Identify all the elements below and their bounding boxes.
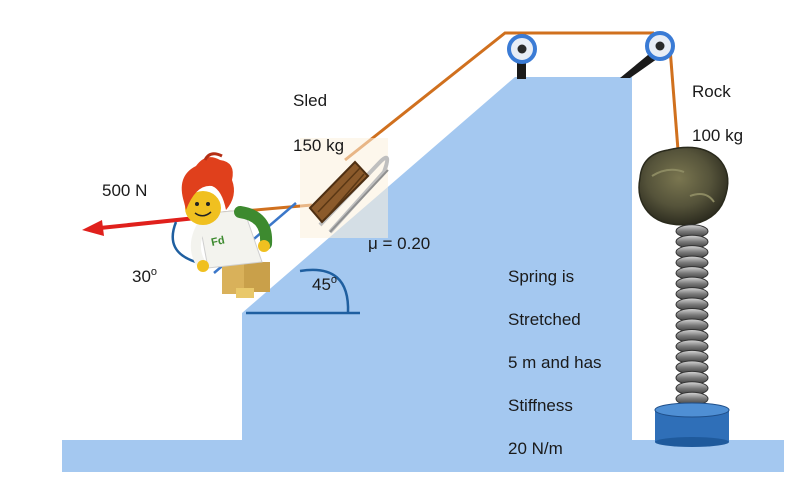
angle-arc-30: [171, 221, 197, 264]
spring-base: [654, 402, 730, 447]
pulley-right-icon: [645, 31, 675, 61]
force-arrow: [82, 216, 197, 236]
incline-angle-label: 45o: [312, 274, 337, 294]
friction-label: μ = 0.20: [368, 234, 430, 253]
rock-name-label: Rock: [692, 82, 731, 101]
rope-to-rock: [668, 47, 680, 151]
rope-to-sled: [344, 31, 654, 162]
sled-name-label: Sled: [293, 91, 327, 110]
sled-mass-label: 150 kg: [293, 136, 344, 155]
spring-text-line: Spring is: [508, 267, 574, 286]
ground: [62, 440, 784, 472]
sled-icon: [300, 138, 390, 238]
spring-text-line: Stretched: [508, 310, 581, 329]
spring-text-line: 5 m and has: [508, 353, 602, 372]
spring-text-line: Stiffness: [508, 396, 573, 415]
rock-mass-label: 100 kg: [692, 126, 743, 145]
pulley-left-icon: [507, 34, 537, 64]
spring-text-line: 20 N/m: [508, 439, 563, 458]
force-label: 500 N: [102, 181, 147, 200]
force-angle-label: 30o: [132, 266, 157, 286]
rock-icon: [638, 146, 729, 226]
spring-icon: [675, 224, 709, 406]
pulley-left-support: [517, 54, 526, 79]
ramp: [242, 77, 632, 440]
lego-figure-icon: Fd: [181, 152, 273, 298]
angle-arc-45: [246, 268, 360, 315]
shirt-text: Fd: [210, 234, 226, 249]
